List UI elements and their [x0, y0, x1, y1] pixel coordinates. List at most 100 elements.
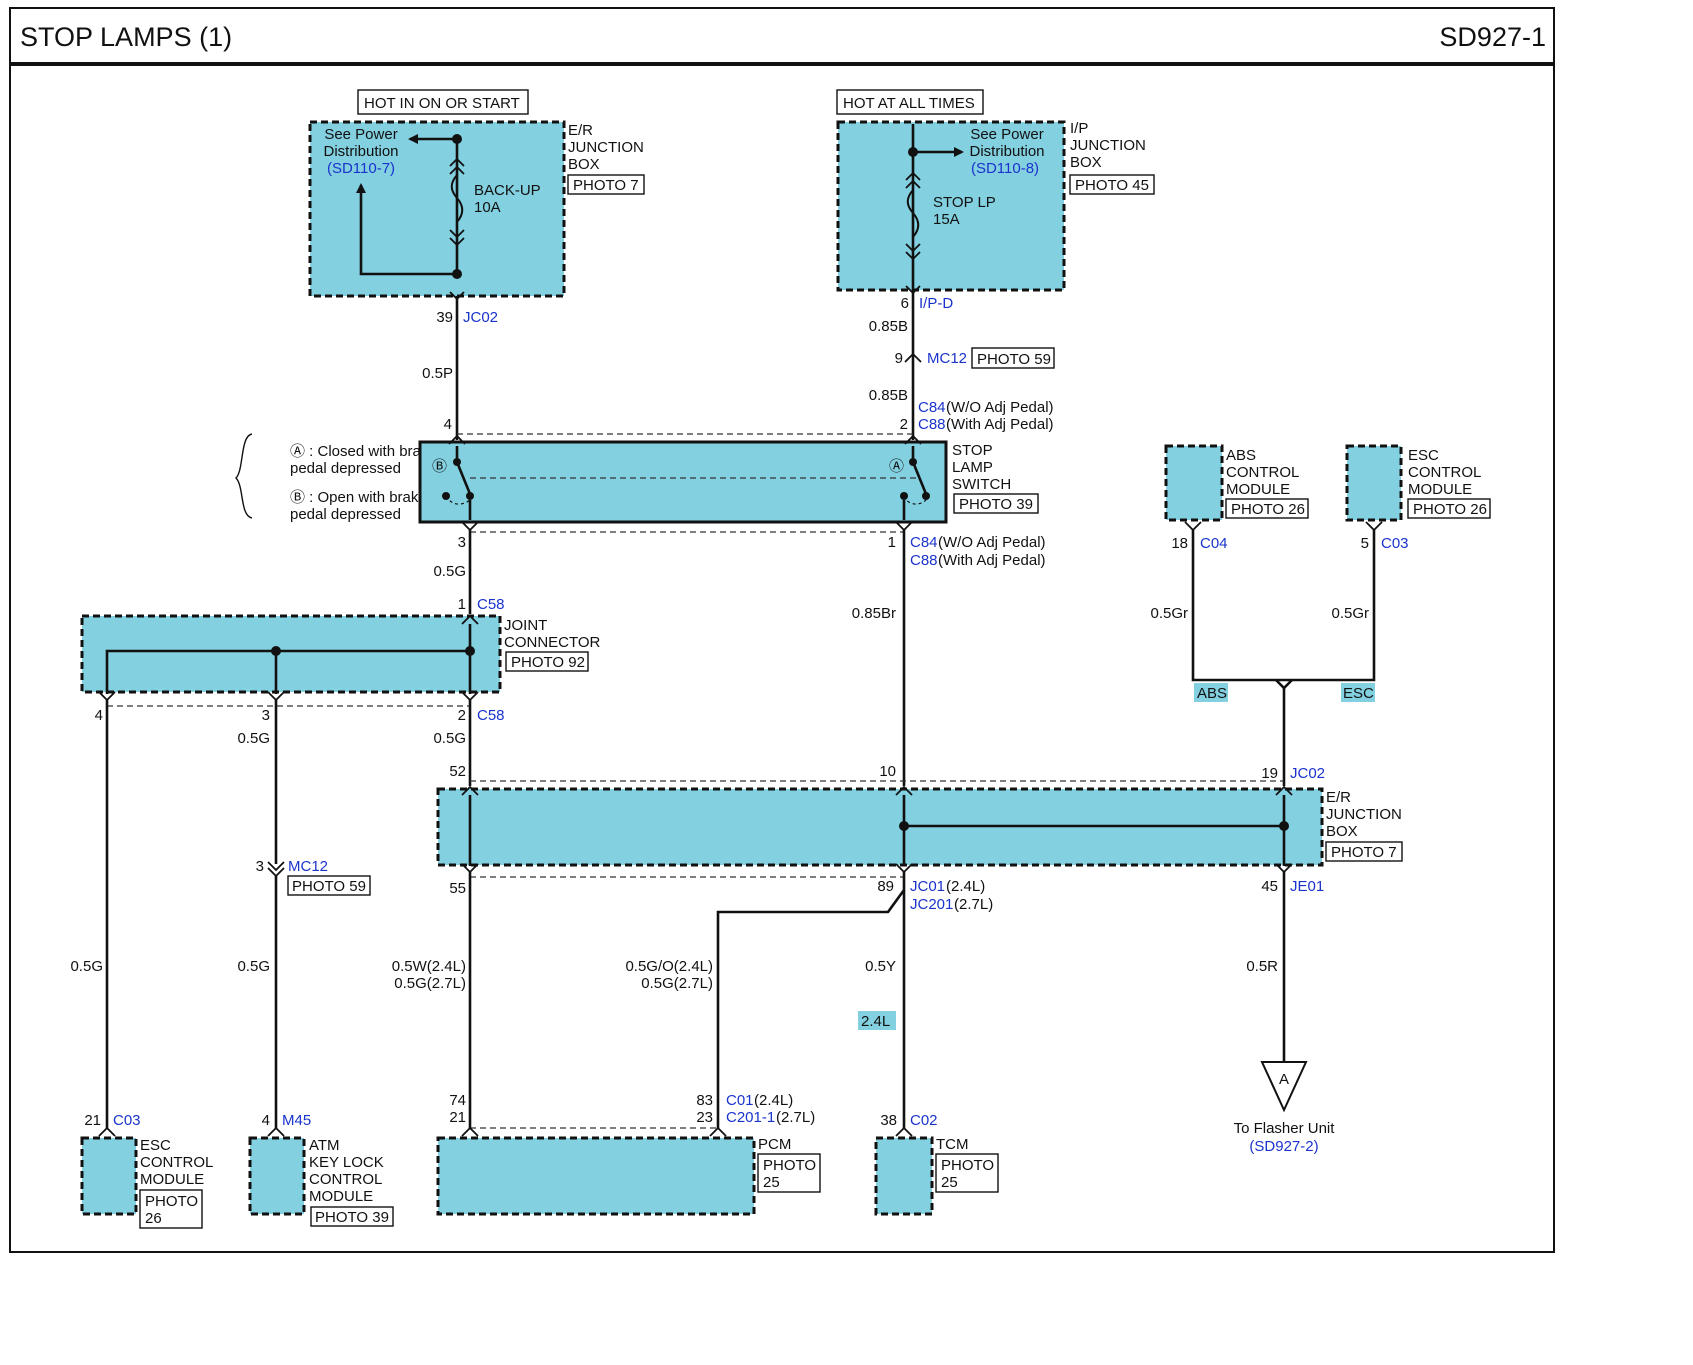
svg-text:HOT IN ON OR START: HOT IN ON OR START: [364, 95, 520, 112]
svg-text:89: 89: [877, 878, 894, 895]
svg-text:0.5G: 0.5G: [70, 958, 103, 975]
svg-text:23: 23: [696, 1109, 713, 1126]
flasher-unit-link[interactable]: A To Flasher Unit (SD927-2): [1234, 1061, 1336, 1155]
svg-text:4: 4: [262, 1112, 270, 1129]
svg-text:ESC: ESC: [140, 1137, 171, 1154]
svg-text:C02: C02: [910, 1112, 938, 1129]
svg-text:BOX: BOX: [1326, 823, 1358, 840]
svg-text:JE01: JE01: [1290, 878, 1324, 895]
svg-text:C88: C88: [918, 416, 946, 433]
fuse-backup-icon: [450, 174, 464, 223]
svg-text:25: 25: [763, 1174, 780, 1191]
svg-text:PHOTO 39: PHOTO 39: [959, 496, 1033, 513]
tcm: 38 C02 TCM PHOTO 25: [874, 1112, 999, 1216]
svg-text:26: 26: [145, 1210, 162, 1227]
svg-text:3: 3: [458, 534, 466, 551]
svg-text:15A: 15A: [933, 211, 960, 228]
svg-text:JC02: JC02: [463, 309, 498, 326]
bottom-wiring: 0.5W(2.4L) 0.5G(2.7L) 0.5G/O(2.4L) 0.5G(…: [392, 872, 1286, 1128]
svg-text:A: A: [1279, 1071, 1289, 1088]
svg-text:2.4L: 2.4L: [861, 1013, 890, 1030]
power-label-right: HOT AT ALL TIMES: [836, 89, 984, 115]
svg-text:MC12: MC12: [288, 858, 328, 875]
svg-text:PHOTO 39: PHOTO 39: [315, 1209, 389, 1226]
abs-esc-merge: ABS ESC: [1191, 676, 1376, 786]
svg-text:45: 45: [1261, 878, 1278, 895]
svg-text:0.85B: 0.85B: [869, 387, 908, 404]
svg-text:ABS: ABS: [1226, 447, 1256, 464]
svg-text:C03: C03: [113, 1112, 141, 1129]
svg-text:38: 38: [880, 1112, 897, 1129]
svg-text:1: 1: [458, 596, 466, 613]
abs-control-module: ABS CONTROL MODULE PHOTO 26 18 C04 0.5Gr: [1150, 444, 1309, 676]
atm-key-lock-module: 4 M45 ATM KEY LOCK CONTROL MODULE PHOTO …: [248, 1112, 394, 1227]
svg-text:C88: C88: [910, 552, 938, 569]
middle-wiring: 0.5G 1 C58 0.85Br: [433, 530, 906, 786]
svg-text:ESC: ESC: [1343, 685, 1374, 702]
svg-text:ESC: ESC: [1408, 447, 1439, 464]
svg-text:KEY LOCK: KEY LOCK: [309, 1154, 384, 1171]
ref-sd927-2[interactable]: (SD927-2): [1249, 1138, 1318, 1155]
svg-text:BACK-UP: BACK-UP: [474, 182, 541, 199]
svg-text:9: 9: [895, 350, 903, 367]
svg-text:PHOTO 26: PHOTO 26: [1231, 501, 1305, 518]
svg-text:0.85B: 0.85B: [869, 318, 908, 335]
svg-text:0.5W(2.4L): 0.5W(2.4L): [392, 958, 466, 975]
svg-text:JC201: JC201: [910, 896, 953, 913]
svg-text:39: 39: [436, 309, 453, 326]
svg-text:4: 4: [444, 416, 452, 433]
svg-text:JOINT: JOINT: [504, 617, 547, 634]
svg-text:I/P-D: I/P-D: [919, 295, 953, 312]
svg-text:PHOTO: PHOTO: [145, 1193, 198, 1210]
er-junction-box-top: See Power Distribution (SD110-7) BACK-UP…: [308, 120, 645, 301]
svg-text:(2.4L): (2.4L): [754, 1092, 793, 1109]
svg-text:0.5Gr: 0.5Gr: [1150, 605, 1188, 622]
svg-text:C58: C58: [477, 707, 505, 724]
ref-sd110-7[interactable]: (SD110-7): [327, 160, 395, 177]
ip-junction-box: See Power Distribution (SD110-8) STOP LP…: [836, 120, 1155, 300]
svg-text:0.5G(2.7L): 0.5G(2.7L): [641, 975, 713, 992]
pcm: 74 21 83 23 C01 (2.4L) C201-1 (2.7L) PCM…: [436, 1092, 821, 1216]
svg-text:See Power: See Power: [970, 126, 1043, 143]
wiring-diagram: STOP LAMPS (1) SD927-1 HOT IN ON OR STAR…: [9, 7, 1555, 1253]
svg-text:(2.7L): (2.7L): [776, 1109, 815, 1126]
fuse-stop-lp-icon: [906, 189, 920, 238]
svg-text:PHOTO: PHOTO: [763, 1157, 816, 1174]
svg-text:52: 52: [449, 763, 466, 780]
svg-text:(With Adj Pedal): (With Adj Pedal): [938, 552, 1046, 569]
svg-text:0.5G: 0.5G: [433, 563, 466, 580]
svg-text:(W/O Adj Pedal): (W/O Adj Pedal): [938, 534, 1046, 551]
svg-text:Distribution: Distribution: [323, 143, 398, 160]
svg-text:MODULE: MODULE: [1226, 481, 1290, 498]
svg-text:Ⓐ: Ⓐ: [889, 458, 904, 475]
svg-text:JUNCTION: JUNCTION: [1070, 137, 1146, 154]
svg-text:(2.7L): (2.7L): [954, 896, 993, 913]
page-title: STOP LAMPS (1): [20, 22, 232, 52]
svg-text:19: 19: [1261, 765, 1278, 782]
svg-text:(2.4L): (2.4L): [946, 878, 985, 895]
svg-text:10A: 10A: [474, 199, 501, 216]
svg-text:0.5G: 0.5G: [237, 958, 270, 975]
svg-text:Distribution: Distribution: [969, 143, 1044, 160]
svg-text:C201-1: C201-1: [726, 1109, 775, 1126]
svg-text:ABS: ABS: [1197, 685, 1227, 702]
joint-down-wiring: 0.5G 0.5G 3 MC12 PHOTO 59 0.5G 0.5G: [70, 700, 472, 1128]
ref-sd110-8[interactable]: (SD110-8): [971, 160, 1039, 177]
svg-text:0.5G: 0.5G: [237, 730, 270, 747]
esc-control-module-bottom: 21 C03 ESC CONTROL MODULE PHOTO 26: [80, 1112, 213, 1229]
svg-text:JUNCTION: JUNCTION: [568, 139, 644, 156]
svg-text:0.5Gr: 0.5Gr: [1331, 605, 1369, 622]
svg-text:5: 5: [1361, 535, 1369, 552]
svg-text:PHOTO 7: PHOTO 7: [1331, 844, 1397, 861]
svg-text:2: 2: [900, 416, 908, 433]
svg-text:21: 21: [449, 1109, 466, 1126]
svg-text:Ⓑ: Ⓑ: [432, 458, 447, 475]
svg-text:PHOTO 45: PHOTO 45: [1075, 177, 1149, 194]
svg-text:JC02: JC02: [1290, 765, 1325, 782]
svg-text:25: 25: [941, 1174, 958, 1191]
svg-text:0.5Y: 0.5Y: [865, 958, 896, 975]
page-code: SD927-1: [1439, 22, 1546, 52]
svg-text:JC01: JC01: [910, 878, 945, 895]
svg-text:PHOTO 59: PHOTO 59: [977, 351, 1051, 368]
svg-text:3: 3: [256, 858, 264, 875]
